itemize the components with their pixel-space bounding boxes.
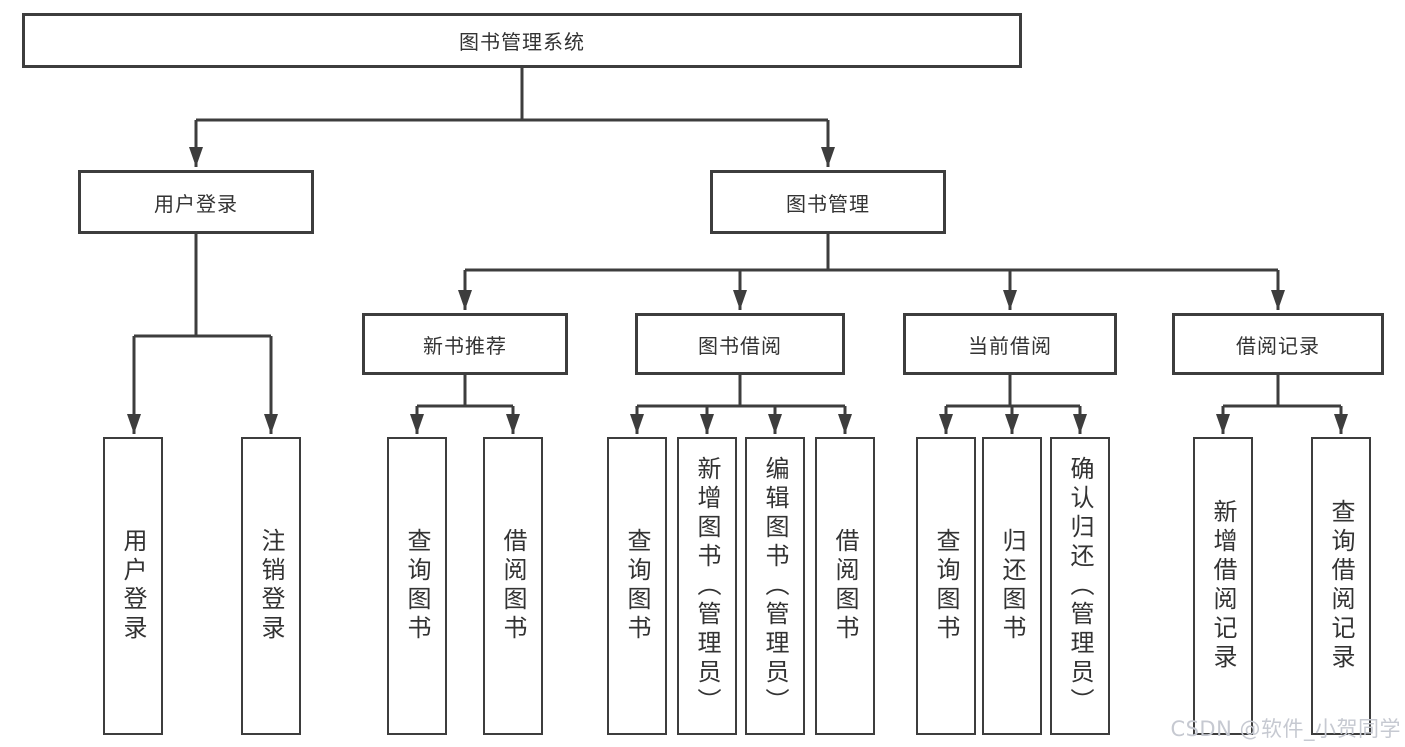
node-root-library-system: 图书管理系统	[22, 13, 1022, 68]
node-book-borrow-label: 图书借阅	[698, 333, 782, 358]
leaf-bb-edit-books-admin: 编辑图书（管理员）	[745, 437, 805, 735]
node-book-borrow: 图书借阅	[635, 313, 845, 375]
node-book-management-label: 图书管理	[786, 191, 870, 216]
leaf-nr-query-books-label: 查询图书	[403, 528, 431, 644]
leaf-logout-label: 注销登录	[257, 528, 285, 644]
node-borrow-records: 借阅记录	[1172, 313, 1384, 375]
node-new-book-recommend-label: 新书推荐	[423, 333, 507, 358]
connector-book-borrow-stem	[637, 375, 845, 408]
connector-current-borrow-stem	[946, 375, 1080, 408]
leaf-br-query-record-label: 查询借阅记录	[1327, 499, 1355, 673]
leaf-nr-borrow-books: 借阅图书	[483, 437, 543, 735]
leaf-br-query-record: 查询借阅记录	[1311, 437, 1371, 735]
csdn-watermark: CSDN @软件_小贺同学	[1170, 717, 1401, 741]
leaf-cb-confirm-return-admin: 确认归还（管理员）	[1050, 437, 1110, 735]
leaf-cb-query-books: 查询图书	[916, 437, 976, 735]
leaf-bb-borrow-books: 借阅图书	[815, 437, 875, 735]
connector-user-login-stem	[134, 234, 271, 338]
leaf-cb-confirm-return-admin-label: 确认归还（管理员）	[1066, 455, 1094, 717]
leaf-bb-add-books-admin-label: 新增图书（管理员）	[693, 455, 721, 717]
node-current-borrow: 当前借阅	[903, 313, 1117, 375]
connector-root-stem	[196, 68, 828, 122]
node-book-management: 图书管理	[710, 170, 946, 234]
leaf-br-add-record: 新增借阅记录	[1193, 437, 1253, 735]
node-new-book-recommend: 新书推荐	[362, 313, 568, 375]
node-user-login-label: 用户登录	[154, 191, 238, 216]
connector-book-management-stem	[465, 234, 1278, 272]
connector-new-recommend-stem	[417, 375, 513, 408]
leaf-user-login-label: 用户登录	[119, 528, 147, 644]
connector-borrow-records-stem	[1223, 375, 1341, 408]
leaf-bb-add-books-admin: 新增图书（管理员）	[677, 437, 737, 735]
leaf-cb-return-books: 归还图书	[982, 437, 1042, 735]
leaf-br-add-record-label: 新增借阅记录	[1209, 499, 1237, 673]
leaf-nr-query-books: 查询图书	[387, 437, 447, 735]
leaf-bb-edit-books-admin-label: 编辑图书（管理员）	[761, 455, 789, 717]
node-borrow-records-label: 借阅记录	[1236, 333, 1320, 358]
node-root-label: 图书管理系统	[459, 30, 585, 54]
leaf-user-login: 用户登录	[103, 437, 163, 735]
node-current-borrow-label: 当前借阅	[968, 333, 1052, 358]
leaf-logout: 注销登录	[241, 437, 301, 735]
leaf-bb-query-books: 查询图书	[607, 437, 667, 735]
node-user-login: 用户登录	[78, 170, 314, 234]
leaf-bb-borrow-books-label: 借阅图书	[831, 528, 859, 644]
leaf-bb-query-books-label: 查询图书	[623, 528, 651, 644]
leaf-cb-return-books-label: 归还图书	[998, 528, 1026, 644]
leaf-cb-query-books-label: 查询图书	[932, 528, 960, 644]
leaf-nr-borrow-books-label: 借阅图书	[499, 528, 527, 644]
